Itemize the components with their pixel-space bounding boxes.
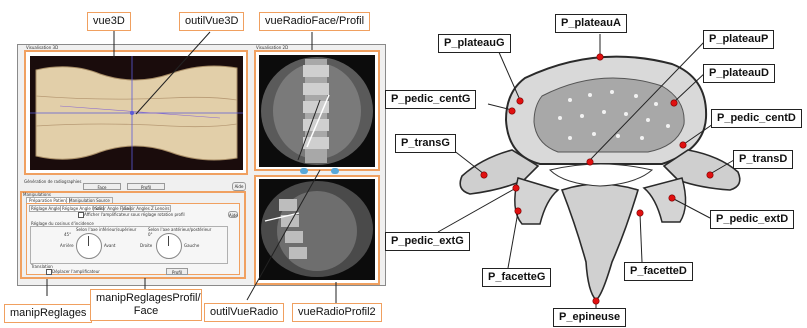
landmark-pedic-extG (513, 185, 519, 191)
label-plateauD: P_plateauD (703, 64, 775, 83)
landmark-facetteD (637, 210, 643, 216)
landmark-transG (481, 172, 487, 178)
label-transD: P_transD (733, 150, 793, 169)
callout-manip-reglages: manipReglages (4, 304, 92, 323)
label-epineuse: P_epineuse (553, 308, 626, 327)
callout-vue3d: vue3D (87, 12, 131, 31)
left-leader-lines (0, 0, 400, 328)
landmark-transD (707, 172, 713, 178)
label-facetteG: P_facetteG (482, 268, 551, 287)
landmark-plateauA (597, 54, 603, 60)
label-plateauG: P_plateauG (438, 34, 511, 53)
callout-manip-reglages-profil-face-line2: Face (134, 305, 158, 317)
landmark-pedic-centG (509, 108, 515, 114)
landmark-plateauP (587, 159, 593, 165)
callout-outil-vue3d: outilVue3D (179, 12, 244, 31)
callout-outil-vue-radio: outilVueRadio (204, 303, 284, 322)
label-pedic-extG: P_pedic_extG (385, 232, 470, 251)
landmark-facetteG (515, 208, 521, 214)
landmark-plateauD (671, 100, 677, 106)
label-pedic-centD: P_pedic_centD (711, 109, 802, 128)
label-plateauP: P_plateauP (703, 30, 774, 49)
callout-manip-reglages-profil-face-line1: manipReglagesProfil/ (96, 292, 201, 304)
landmark-pedic-centD (680, 142, 686, 148)
label-transG: P_transG (395, 134, 456, 153)
landmark-plateauG (517, 98, 523, 104)
label-pedic-centG: P_pedic_centG (385, 90, 476, 109)
label-pedic-extD: P_pedic_extD (710, 210, 794, 229)
label-facetteD: P_facetteD (624, 262, 693, 281)
landmark-epineuse (593, 298, 599, 304)
callout-vue-radio-face-profil: vueRadioFace/Profil (259, 12, 370, 31)
callout-vue-radio-profil2: vueRadioProfil2 (292, 303, 382, 322)
label-plateauA: P_plateauA (555, 14, 627, 33)
callout-manip-reglages-profil-face: manipReglagesProfil/ Face (90, 289, 202, 321)
landmark-pedic-extD (669, 195, 675, 201)
